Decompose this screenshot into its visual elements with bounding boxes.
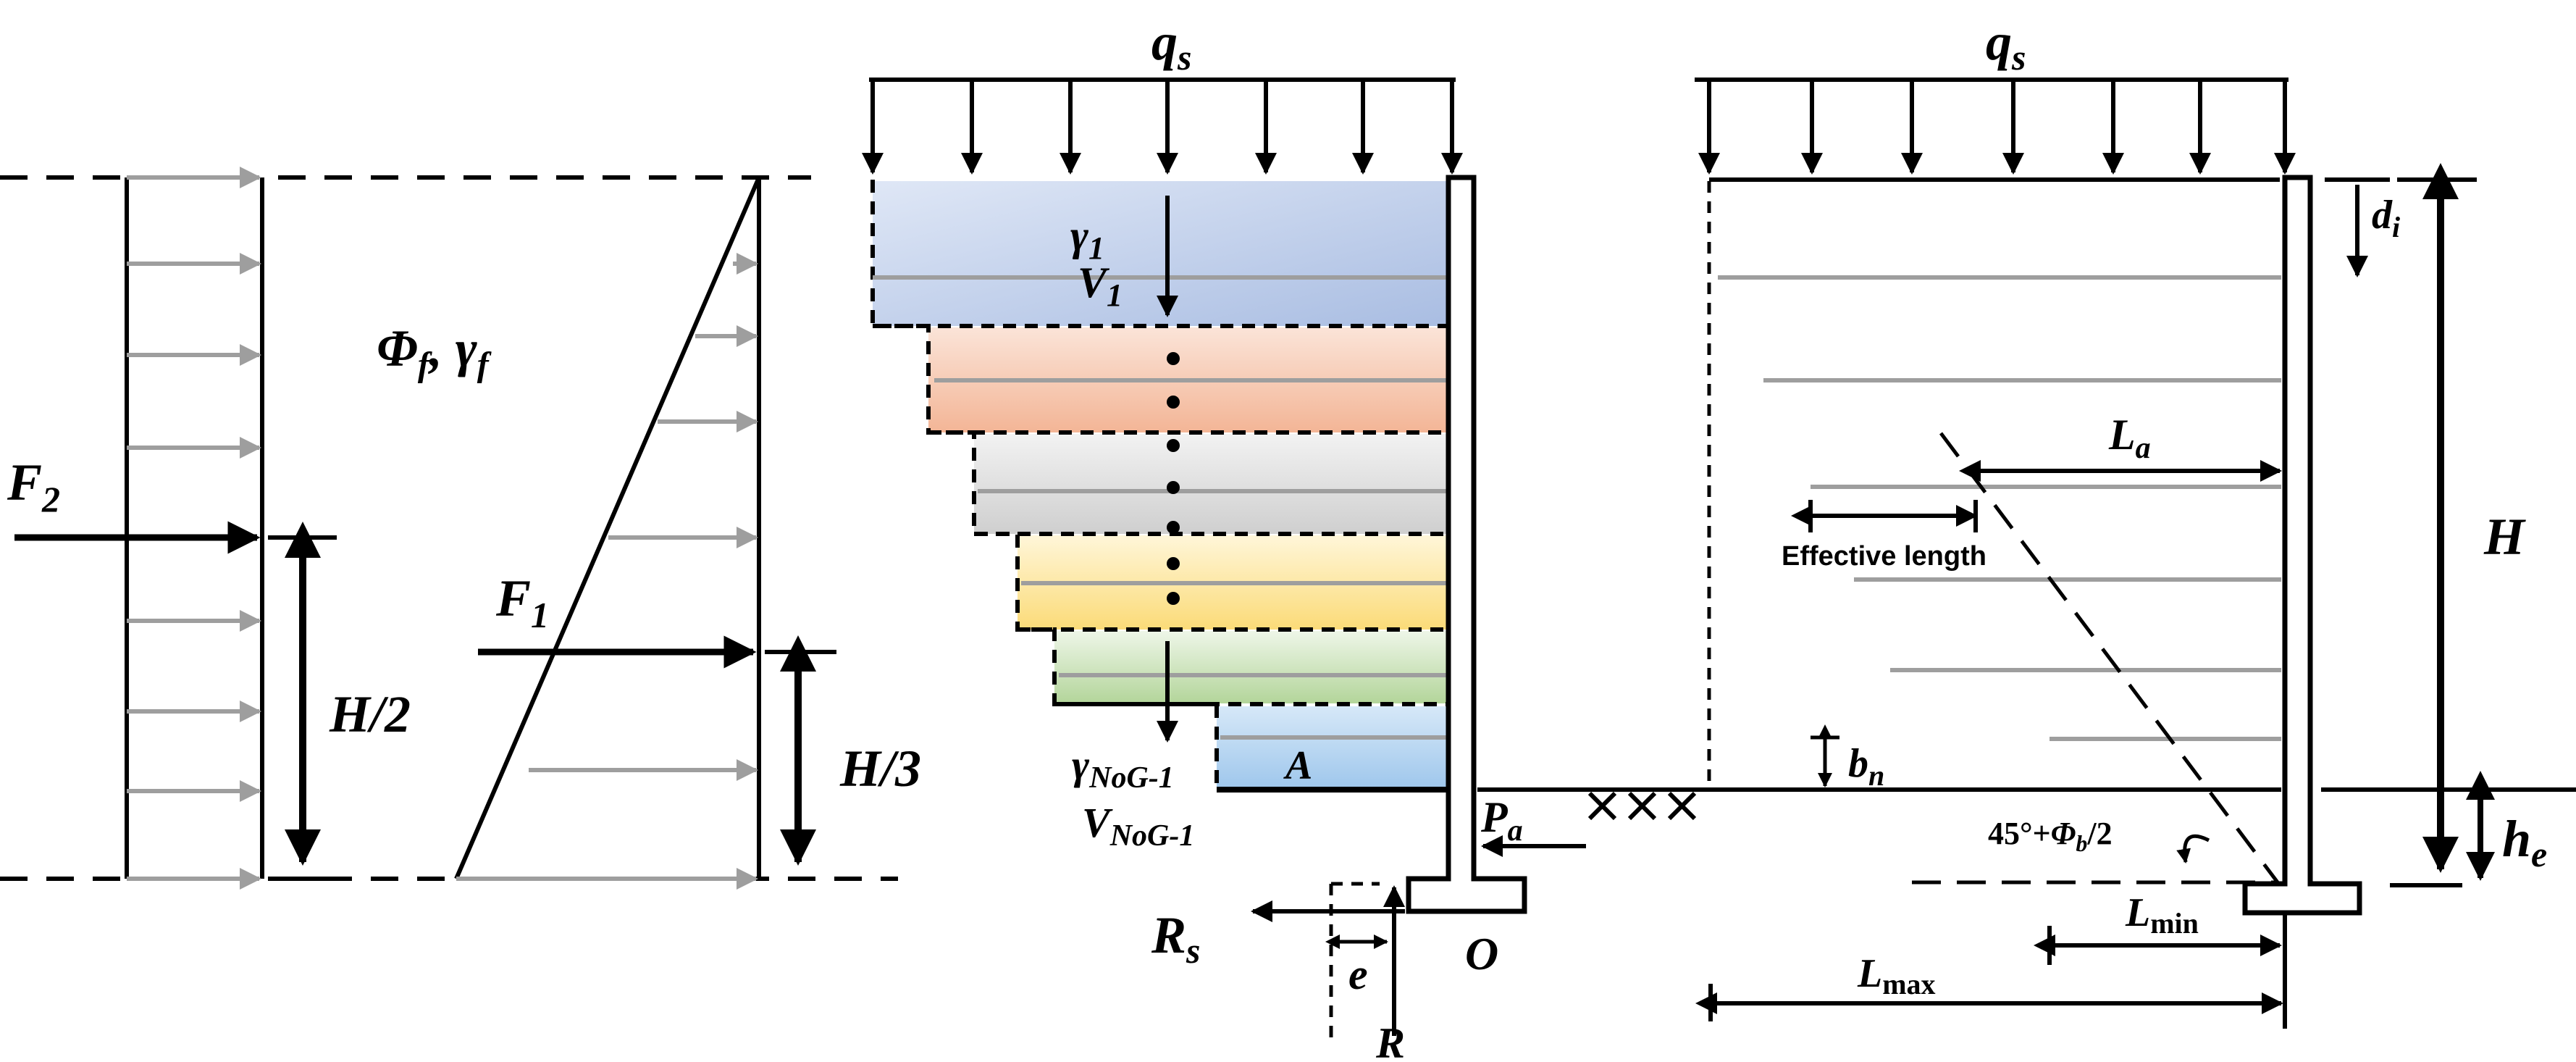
H3-label: H/3 xyxy=(839,740,921,798)
ground-hatch xyxy=(1587,791,1697,821)
layered-fill-diagram: qs xyxy=(862,13,1724,1062)
gamma1-label: γ1 xyxy=(1070,212,1104,266)
uniform-pressure-arrows xyxy=(127,167,261,890)
fill-layer-3 xyxy=(974,434,1448,534)
triangular-pressure-arrows xyxy=(456,253,758,890)
e-label: e xyxy=(1348,950,1368,998)
Pa-label: Pa xyxy=(1480,793,1523,848)
V1-label: V1 xyxy=(1078,259,1123,313)
phi-gamma-label: Φf, γf xyxy=(377,319,492,384)
O-label: O xyxy=(1465,928,1498,979)
uniform-pressure-diagram: F2 H/2 Φf, γf xyxy=(0,167,898,890)
reinforcement-geometry-diagram: qs La Effective length di xyxy=(1695,13,2576,1029)
Lmax-label: Lmax xyxy=(1857,951,1936,1000)
H-label: H xyxy=(2483,508,2526,566)
Lmin-label: Lmin xyxy=(2125,890,2199,940)
he-label: he xyxy=(2502,810,2547,874)
fill-layer-5 xyxy=(1054,631,1448,703)
bn-label: bn xyxy=(1848,741,1884,792)
H2-label: H/2 xyxy=(329,685,411,743)
triangular-pressure-diagram: F1 H/3 xyxy=(454,176,921,890)
F1-label: F1 xyxy=(495,569,549,635)
La-label: La xyxy=(2108,411,2151,465)
surcharge-arrows xyxy=(862,80,1463,175)
layer-boundaries xyxy=(873,324,1448,706)
failure-plane-line xyxy=(1939,432,2281,887)
angle-arc xyxy=(2176,834,2210,864)
Rs-label: Rs xyxy=(1151,906,1201,971)
qs-right-label: qs xyxy=(1986,13,2026,78)
fill-layer-A xyxy=(1217,706,1448,788)
retaining-wall xyxy=(1406,175,1527,914)
effective-length-label: Effective length xyxy=(1782,541,1986,572)
surcharge-arrows-right xyxy=(1698,80,2296,175)
R-label: R xyxy=(1375,1019,1405,1062)
continuation-dots xyxy=(1167,352,1180,605)
retaining-wall-right xyxy=(2242,175,2362,916)
F2-label: F2 xyxy=(7,453,60,519)
reinforcement-strips-center xyxy=(873,275,1448,740)
fill-layer-1 xyxy=(873,181,1448,326)
angle-label: 45°+Φb/2 xyxy=(1988,816,2113,856)
reinforcement-strips-right xyxy=(1718,275,2281,741)
VN-label: VNoG-1 xyxy=(1082,799,1194,853)
triangle-hypotenuse xyxy=(454,176,761,880)
A-label: A xyxy=(1283,743,1312,788)
di-label: di xyxy=(2372,193,2400,243)
qs-label: qs xyxy=(1151,13,1191,78)
gammaN-label: γNoG-1 xyxy=(1072,741,1174,795)
